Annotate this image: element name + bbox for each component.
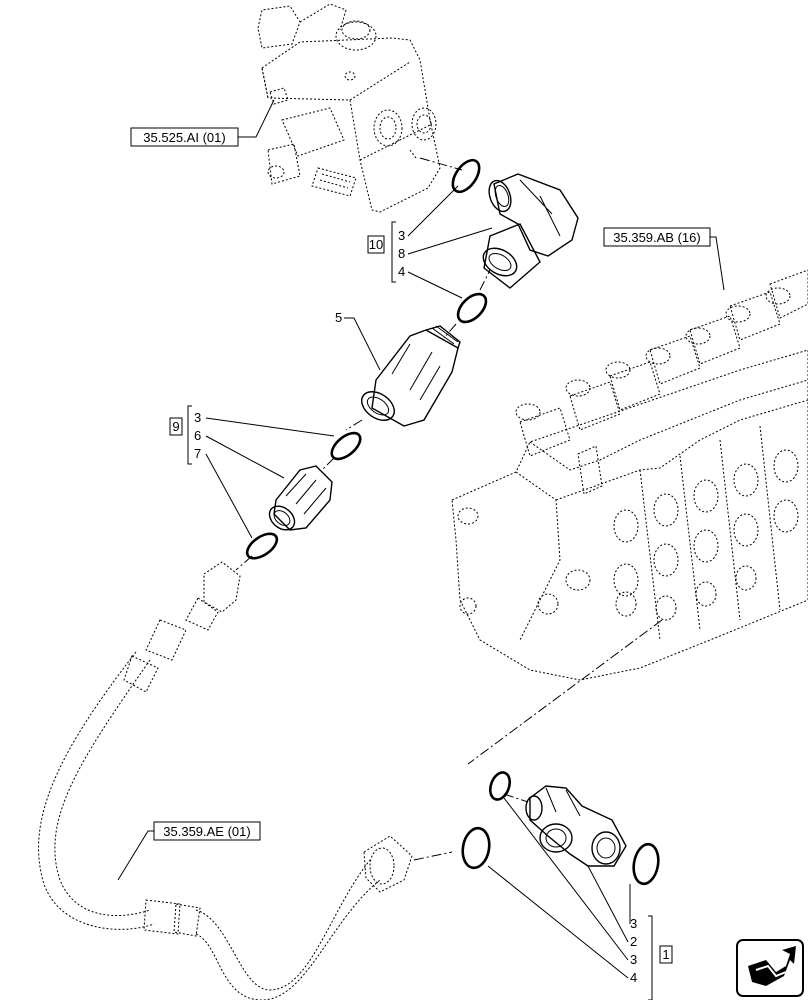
part-number-label: 5 bbox=[335, 310, 342, 325]
item-label: 8 bbox=[398, 246, 405, 261]
group-10-callout: 10 3 8 4 bbox=[367, 221, 405, 283]
o-ring-4-upper bbox=[456, 292, 488, 324]
item-label: 6 bbox=[194, 428, 201, 443]
check-valve-5 bbox=[361, 325, 461, 427]
reference-35-525-ai[interactable]: 35.525.AI (01) bbox=[130, 127, 239, 147]
control-valve-bank bbox=[451, 269, 808, 681]
item-label: 7 bbox=[194, 446, 201, 461]
reference-35-359-ae[interactable]: 35.359.AE (01) bbox=[153, 821, 261, 841]
elbow-fitting-8 bbox=[482, 173, 579, 289]
hydraulic-hose bbox=[38, 561, 413, 1000]
item-label: 3 bbox=[630, 916, 637, 931]
o-ring-3-upper bbox=[451, 158, 481, 194]
group-box-label: 9 bbox=[172, 419, 179, 434]
item-label: 3 bbox=[398, 228, 405, 243]
next-page-arrow-icon[interactable] bbox=[736, 939, 804, 997]
part-5-callout: 5 bbox=[335, 310, 342, 325]
tee-fitting-2 bbox=[525, 785, 627, 867]
top-valve-block bbox=[257, 3, 441, 213]
o-ring-3-middle bbox=[330, 431, 362, 461]
item-label: 3 bbox=[630, 952, 637, 967]
item-label: 3 bbox=[194, 410, 201, 425]
item-label: 4 bbox=[630, 970, 637, 985]
group-box-label: 1 bbox=[662, 947, 669, 962]
o-ring-7 bbox=[245, 532, 279, 560]
item-label: 2 bbox=[630, 934, 637, 949]
adapter-6 bbox=[268, 465, 333, 531]
item-label: 4 bbox=[398, 264, 405, 279]
reference-label: 35.359.AB (16) bbox=[613, 230, 700, 245]
o-ring-4-lower bbox=[461, 826, 491, 870]
o-ring-3-right bbox=[632, 842, 660, 886]
group-box-label: 10 bbox=[369, 237, 383, 252]
reference-label: 35.525.AI (01) bbox=[143, 130, 225, 145]
reference-35-359-ab[interactable]: 35.359.AB (16) bbox=[603, 227, 711, 247]
group-9-callout: 9 3 6 7 bbox=[169, 405, 201, 465]
reference-label: 35.359.AE (01) bbox=[163, 824, 250, 839]
group-1-callout: 3 2 3 4 1 bbox=[630, 915, 673, 1000]
o-ring-3-lower bbox=[488, 771, 512, 801]
